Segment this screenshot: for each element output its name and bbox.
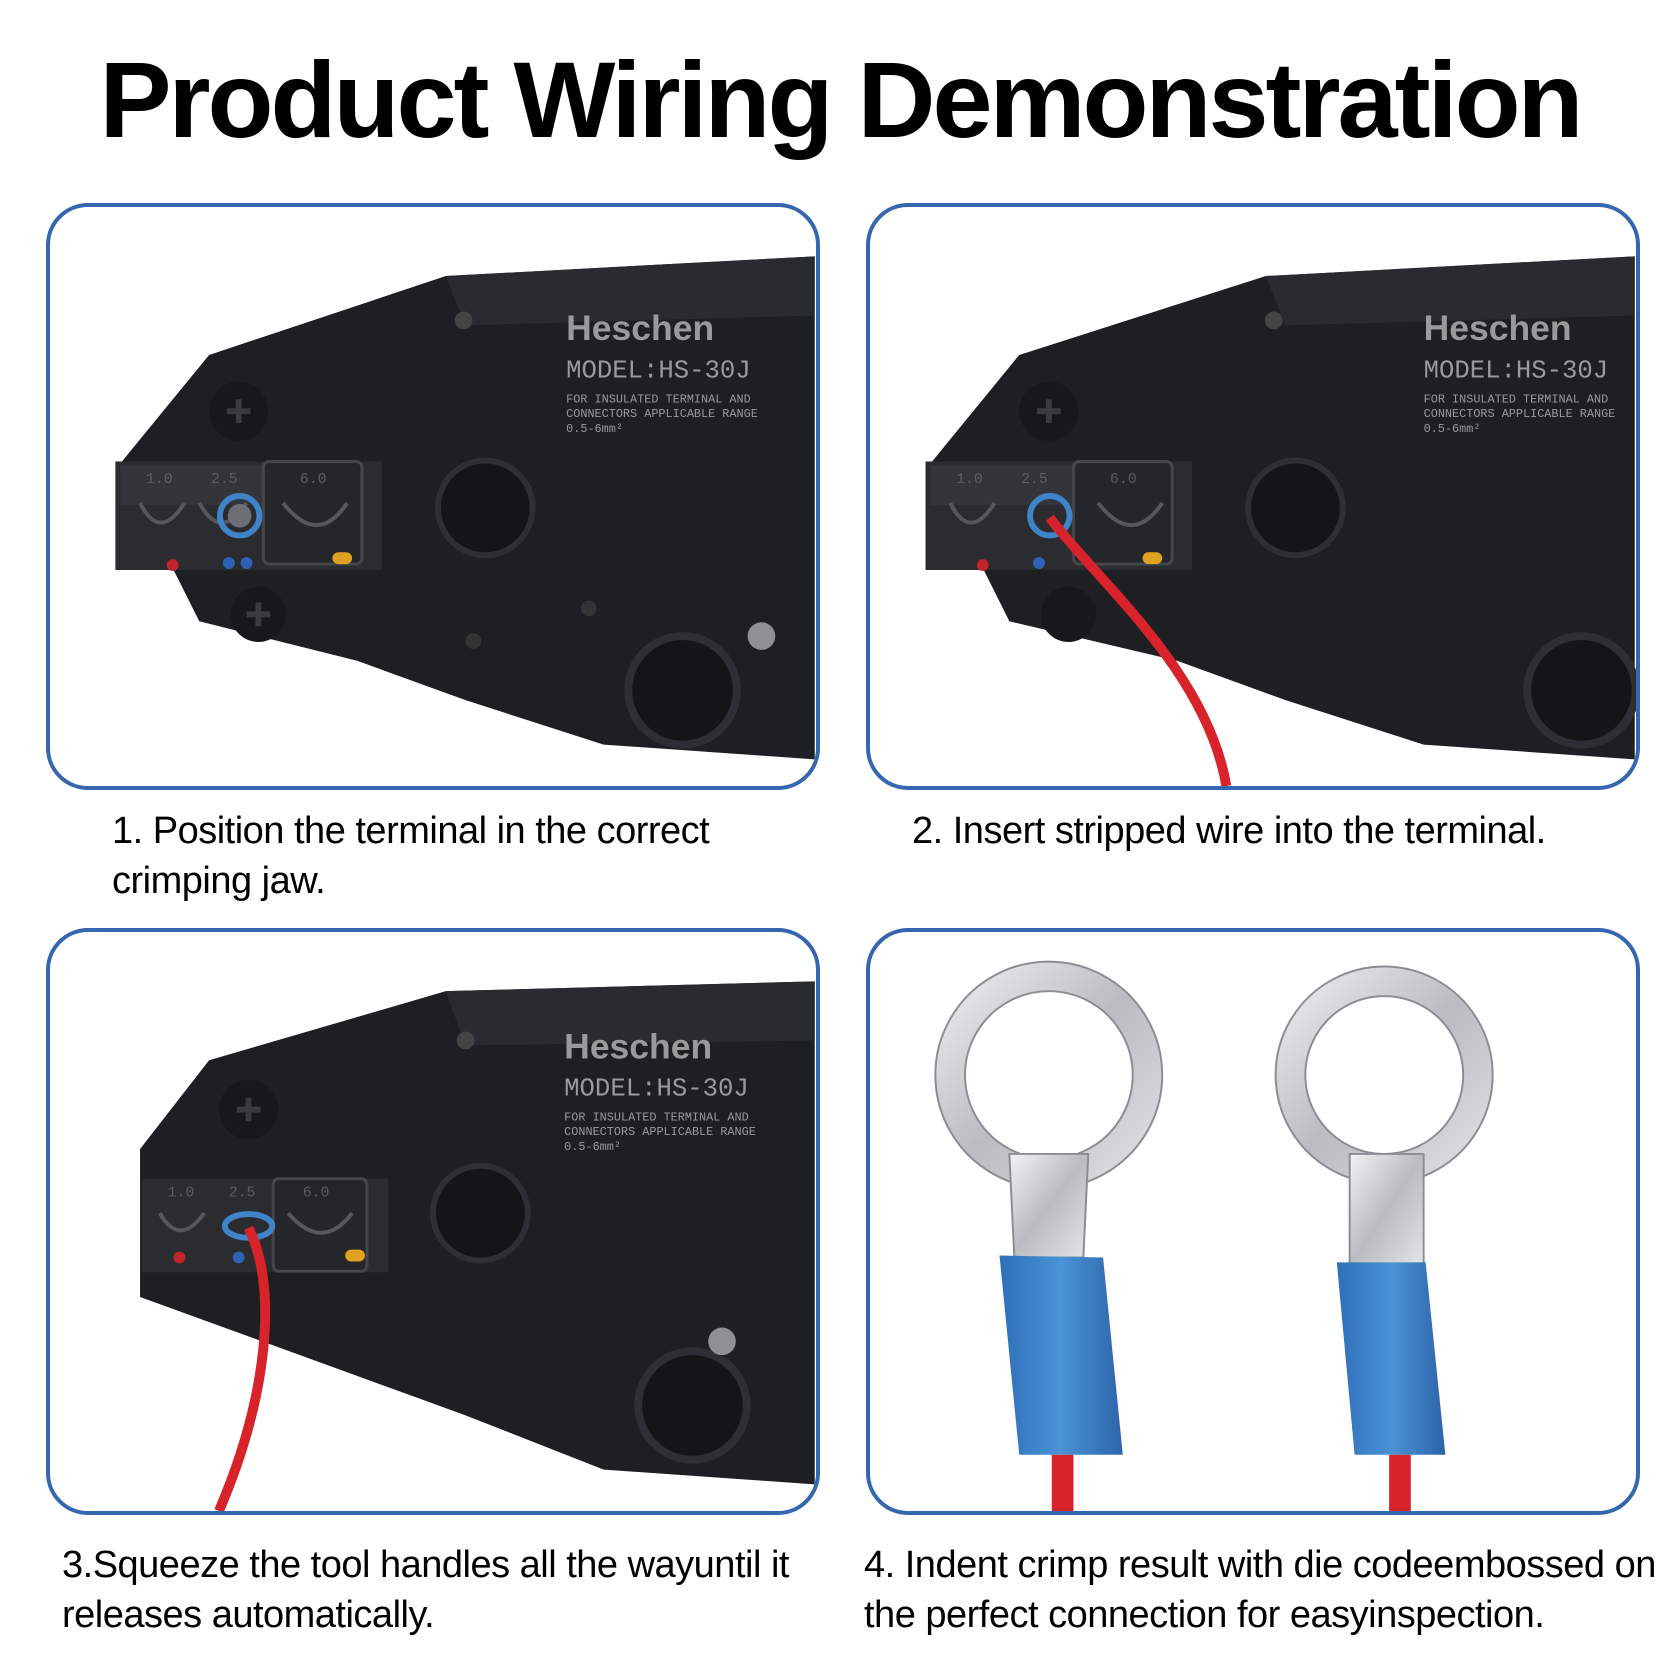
svg-text:0.5-6mm²: 0.5-6mm² xyxy=(566,422,623,436)
crimping-tool-image: Heschen MODEL:HS-30J FOR INSULATED TERMI… xyxy=(115,256,815,760)
svg-text:CONNECTORS APPLICABLE RANGE: CONNECTORS APPLICABLE RANGE xyxy=(566,407,758,421)
step-3-caption: 3.Squeeze the tool handles all the wayun… xyxy=(62,1544,789,1636)
crimping-tool-with-wire-image: Heschen MODEL:HS-30J FOR INSULATED TERMI… xyxy=(925,256,1636,786)
page-title: Product Wiring Demonstration xyxy=(99,39,1583,160)
svg-text:2.5: 2.5 xyxy=(1021,472,1048,488)
svg-text:CONNECTORS APPLICABLE RANGE: CONNECTORS APPLICABLE RANGE xyxy=(564,1125,756,1139)
brand-logo: Heschen xyxy=(566,308,714,348)
step-2-panel: Heschen MODEL:HS-30J FOR INSULATED TERMI… xyxy=(866,203,1640,790)
svg-text:1.0: 1.0 xyxy=(168,1185,195,1201)
brand-logo: Heschen xyxy=(564,1026,712,1066)
crimped-ring-terminals-image xyxy=(934,960,1494,1511)
svg-text:2.5: 2.5 xyxy=(211,472,238,488)
svg-text:FOR INSULATED TERMINAL AND: FOR INSULATED TERMINAL AND xyxy=(1424,392,1609,406)
step-4-panel xyxy=(866,928,1640,1515)
svg-text:0.5-6mm²: 0.5-6mm² xyxy=(1424,422,1481,436)
brand-logo: Heschen xyxy=(1424,308,1572,348)
step-2-caption: 2. Insert stripped wire into the termina… xyxy=(912,810,1546,852)
svg-text:0.5-6mm²: 0.5-6mm² xyxy=(564,1140,621,1154)
svg-text:2.5: 2.5 xyxy=(229,1185,256,1201)
svg-text:FOR INSULATED TERMINAL AND: FOR INSULATED TERMINAL AND xyxy=(566,392,751,406)
svg-text:1.0: 1.0 xyxy=(956,472,983,488)
svg-text:6.0: 6.0 xyxy=(1110,472,1137,488)
crimping-tool-squeezed-image: Heschen MODEL:HS-30J FOR INSULATED TERMI… xyxy=(140,981,815,1511)
svg-text:FOR INSULATED TERMINAL AND: FOR INSULATED TERMINAL AND xyxy=(564,1110,749,1124)
svg-text:6.0: 6.0 xyxy=(303,1185,330,1201)
svg-text:CONNECTORS APPLICABLE RANGE: CONNECTORS APPLICABLE RANGE xyxy=(1424,407,1616,421)
step-1-caption: 1. Position the terminal in the correct … xyxy=(112,810,710,902)
model-label: MODEL:HS-30J xyxy=(566,357,751,386)
step-4-caption: 4. Indent crimp result with die codeembo… xyxy=(864,1544,1656,1636)
model-label: MODEL:HS-30J xyxy=(564,1075,749,1104)
model-label: MODEL:HS-30J xyxy=(1424,357,1609,386)
svg-text:6.0: 6.0 xyxy=(300,472,327,488)
svg-text:1.0: 1.0 xyxy=(146,472,173,488)
step-3-panel: Heschen MODEL:HS-30J FOR INSULATED TERMI… xyxy=(46,928,820,1515)
step-1-panel: Heschen MODEL:HS-30J FOR INSULATED TERMI… xyxy=(46,203,820,790)
